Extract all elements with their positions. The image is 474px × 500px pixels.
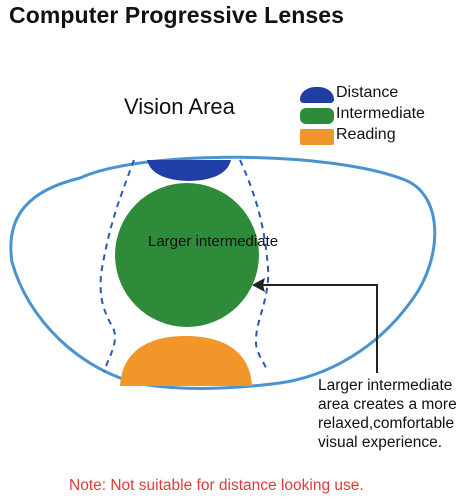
callout-line-3: relaxed,comfortable [318, 415, 455, 432]
note-text: Note: Not suitable for distance looking … [69, 477, 364, 494]
legend-label-intermediate: Intermediate [336, 105, 425, 122]
reading-zone [120, 336, 252, 386]
intermediate-swatch [300, 108, 334, 124]
vision-area-heading: Vision Area [124, 94, 235, 119]
page-title: Computer Progressive Lenses [9, 2, 345, 28]
intermediate-zone [115, 183, 259, 327]
right-boundary-line [239, 159, 270, 371]
legend-label-distance: Distance [336, 84, 399, 101]
callout-line-2: area creates a more [318, 396, 457, 413]
callout-line [262, 284, 378, 373]
distance-swatch [300, 87, 334, 103]
callout-line-4: visual experience. [318, 434, 443, 451]
lens-outline [9, 155, 437, 390]
callout-text: Larger intermediate area creates a more … [318, 376, 457, 452]
legend-label-reading: Reading [336, 126, 396, 143]
reading-swatch [300, 129, 334, 145]
callout-line-1: Larger intermediate [318, 377, 453, 394]
intermediate-zone-label: Larger intermediate [148, 233, 279, 250]
distance-zone [147, 160, 231, 181]
callout-arrowhead [252, 278, 265, 292]
